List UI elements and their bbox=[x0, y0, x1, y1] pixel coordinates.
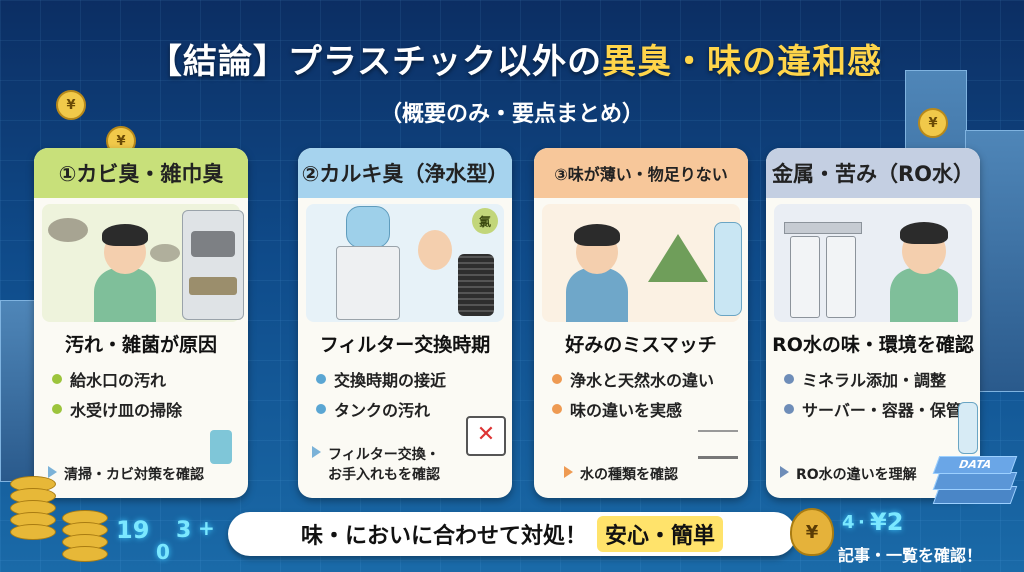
money-bag-icon: ¥ bbox=[790, 508, 834, 556]
illustration-chlorine: 氯 bbox=[306, 204, 504, 322]
card-mold-smell: ①カビ臭・雑巾臭 汚れ・雑菌が原因 給水口の汚れ 水受け皿の掃除 清掃・カビ対策… bbox=[34, 148, 248, 498]
triangle-icon bbox=[48, 466, 57, 478]
filter-cartridge-icon bbox=[458, 254, 494, 316]
person-icon bbox=[90, 216, 160, 322]
card-cause: 汚れ・雑菌が原因 bbox=[64, 334, 217, 356]
card-points: 交換時期の接近 タンクの汚れ bbox=[316, 367, 512, 421]
card-header: ①カビ臭・雑巾臭 bbox=[34, 148, 248, 198]
neon-number: + bbox=[198, 516, 215, 540]
list-item: ミネラル添加・調整 bbox=[784, 367, 980, 391]
card-points: 給水口の汚れ 水受け皿の掃除 bbox=[52, 367, 248, 421]
water-server-icon bbox=[182, 210, 244, 320]
balance-scale-icon bbox=[698, 430, 738, 459]
bullet-dot-icon bbox=[316, 374, 326, 384]
triangle-icon bbox=[312, 446, 321, 458]
bullet-dot-icon bbox=[316, 404, 326, 414]
face-profile-icon bbox=[418, 230, 452, 270]
neon-number: · bbox=[858, 512, 865, 533]
card-note: フィルター交換・ お手入れもを確認 bbox=[312, 444, 440, 484]
card-cause: RO水の味・環境を確認 bbox=[772, 334, 974, 356]
water-bottle-icon bbox=[958, 402, 978, 454]
card-cause: フィルター交換時期 bbox=[319, 334, 491, 356]
list-item: 味の違いを実感 bbox=[552, 397, 748, 421]
data-label: DATA bbox=[932, 456, 1018, 474]
list-item: 水受け皿の掃除 bbox=[52, 397, 248, 421]
page-title: 【結論】プラスチック以外の異臭・味の違和感 bbox=[135, 34, 895, 83]
neon-number: 0 bbox=[156, 540, 170, 564]
neon-number: 4 bbox=[842, 512, 855, 533]
bullet-dot-icon bbox=[784, 374, 794, 384]
coin-stack-icon bbox=[10, 524, 56, 540]
footer-link[interactable]: 記事・一覧を確認！ bbox=[838, 546, 983, 565]
calendar-x-icon: ✕ bbox=[466, 416, 506, 456]
card-weak-taste: ③味が薄い・物足りない 好みのミスマッチ 浄水と天然水の違い 味の違いを実感 水… bbox=[534, 148, 748, 498]
title-highlight: 異臭・味の違和感 bbox=[602, 42, 883, 82]
person-worried-icon bbox=[886, 216, 962, 322]
illustration-ro bbox=[774, 204, 972, 322]
neon-number: ¥2 bbox=[870, 508, 904, 536]
yen-coin-icon: ¥ bbox=[56, 90, 86, 120]
illustration-mold bbox=[42, 204, 244, 322]
person-drinking-icon bbox=[562, 216, 632, 322]
bullet-dot-icon bbox=[552, 404, 562, 414]
illustration-taste bbox=[542, 204, 742, 322]
card-note: 水の種類を確認 bbox=[564, 464, 678, 484]
bullet-dot-icon bbox=[552, 374, 562, 384]
mountain-icon bbox=[648, 234, 708, 282]
spray-bottle-icon bbox=[210, 430, 232, 464]
card-chlorine-smell: ②カルキ臭（浄水型） 氯 フィルター交換時期 交換時期の接近 タンクの汚れ ✕ … bbox=[298, 148, 512, 498]
bullet-dot-icon bbox=[784, 404, 794, 414]
chlorine-bubble-icon: 氯 bbox=[472, 208, 498, 234]
ro-filter-icon bbox=[784, 222, 862, 318]
coin-stack-icon bbox=[62, 546, 108, 562]
triangle-icon bbox=[780, 466, 789, 478]
card-metallic-taste: 金属・苦み（RO水） RO水の味・環境を確認 ミネラル添加・調整 サーバー・容器… bbox=[766, 148, 980, 498]
card-note: 清掃・カビ対策を確認 bbox=[48, 464, 204, 484]
card-header: ③味が薄い・物足りない bbox=[534, 148, 748, 198]
water-bottle-icon bbox=[714, 222, 742, 316]
yen-coin-icon: ¥ bbox=[918, 108, 948, 138]
list-item: 浄水と天然水の違い bbox=[552, 367, 748, 391]
neon-number: 3 bbox=[176, 518, 192, 543]
card-points: 浄水と天然水の違い 味の違いを実感 bbox=[552, 367, 748, 421]
triangle-icon bbox=[564, 466, 573, 478]
title-prefix: 【結論】プラスチック以外の bbox=[147, 42, 603, 82]
smell-cloud-icon bbox=[150, 244, 180, 262]
card-note: RO水の違いを理解 bbox=[780, 464, 917, 484]
bullet-dot-icon bbox=[52, 374, 62, 384]
data-stack-icon: DATA bbox=[932, 456, 1018, 518]
banner-text: 味・においに合わせて対処！ bbox=[300, 524, 587, 549]
list-item: サーバー・容器・保管 bbox=[784, 397, 980, 421]
card-points: ミネラル添加・調整 サーバー・容器・保管 bbox=[784, 367, 980, 421]
banner-tag: 安心・簡単 bbox=[597, 516, 724, 552]
card-cause: 好みのミスマッチ bbox=[565, 334, 717, 356]
list-item: タンクの汚れ bbox=[316, 397, 512, 421]
neon-number: 19 bbox=[116, 516, 150, 544]
smell-cloud-icon bbox=[48, 218, 88, 242]
list-item: 給水口の汚れ bbox=[52, 367, 248, 391]
list-item: 交換時期の接近 bbox=[316, 367, 512, 391]
card-header: ②カルキ臭（浄水型） bbox=[298, 148, 512, 198]
water-server-icon bbox=[336, 206, 400, 320]
bullet-dot-icon bbox=[52, 404, 62, 414]
card-header: 金属・苦み（RO水） bbox=[766, 148, 980, 198]
bottom-banner: 味・においに合わせて対処！ 安心・簡単 bbox=[228, 512, 796, 556]
page-subtitle: （概要のみ・要点まとめ） bbox=[379, 102, 644, 127]
